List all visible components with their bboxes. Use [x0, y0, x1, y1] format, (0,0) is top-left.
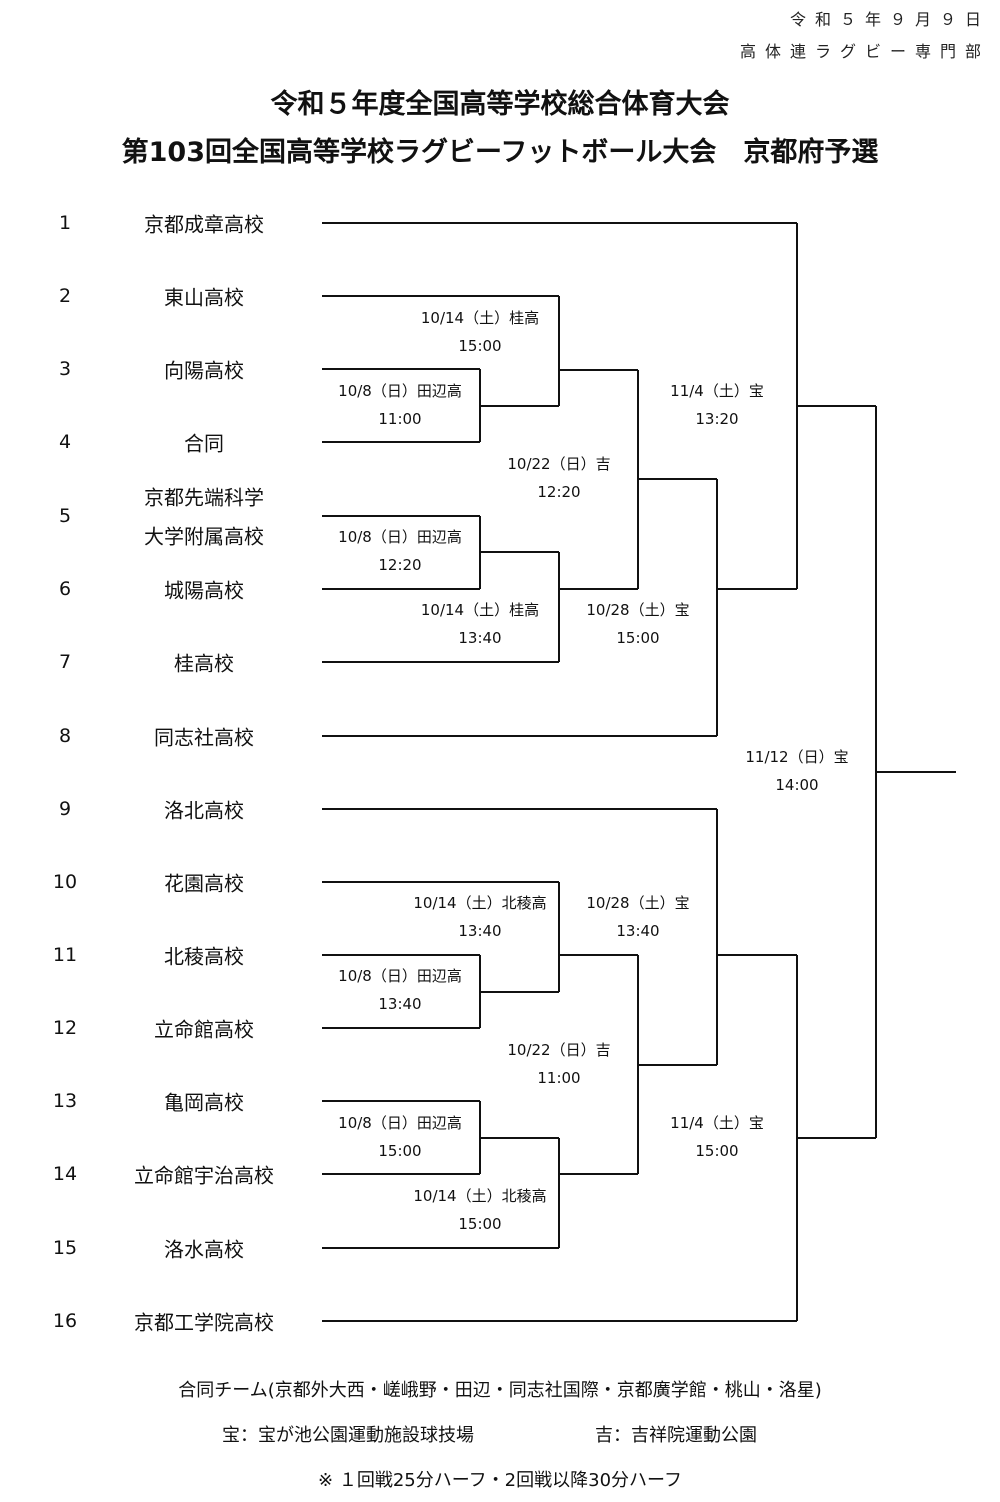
match-date: 10/14（土）北稜高 [413, 1187, 547, 1205]
match-time: 12:20 [378, 556, 422, 574]
seed-number: 5 [58, 505, 72, 527]
match-date: 10/8（日）田辺高 [338, 967, 462, 985]
seed-number: 6 [58, 578, 72, 600]
match-date: 10/28（土）宝 [586, 601, 690, 619]
team-name: 向陽高校 [164, 358, 244, 383]
match-date: 11/12（日）宝 [745, 748, 849, 766]
seed-number: 14 [52, 1163, 78, 1185]
team-name: 洛北高校 [164, 798, 244, 823]
team-name: 亀岡高校 [164, 1090, 244, 1115]
team-name: 東山高校 [164, 285, 244, 310]
match-date: 10/14（土）北稜高 [413, 894, 547, 912]
venue-legend-takara: 宝：宝が池公園運動施設球技場 [222, 1425, 474, 1446]
team-name: 北稜高校 [164, 944, 244, 969]
match-time: 15:00 [616, 629, 660, 647]
seed-number: 16 [52, 1310, 78, 1332]
rule-note: ※ １回戦25分ハーフ・2回戦以降30分ハーフ [318, 1470, 682, 1491]
seed-number: 13 [52, 1090, 78, 1112]
seed-number: 15 [52, 1237, 78, 1259]
team-name: 立命館高校 [154, 1017, 254, 1042]
match-time: 12:20 [537, 483, 581, 501]
team-name-line2: 大学附属高校 [144, 524, 264, 549]
match-time: 15:00 [695, 1142, 739, 1160]
seed-number: 9 [58, 798, 72, 820]
seed-number: 1 [58, 212, 72, 234]
match-date: 10/22（日）吉 [507, 455, 611, 473]
seed-number: 7 [58, 651, 72, 673]
team-name: 合同 [184, 431, 224, 456]
joint-team-note: 合同チーム(京都外大西・嵯峨野・田辺・同志社国際・京都廣学館・桃山・洛星) [178, 1380, 822, 1401]
match-date: 10/22（日）吉 [507, 1041, 611, 1059]
team-name: 桂高校 [174, 651, 234, 676]
match-date: 11/4（土）宝 [670, 1114, 764, 1132]
seed-number: 4 [58, 431, 72, 453]
seed-number: 11 [52, 944, 78, 966]
team-name: 同志社高校 [154, 725, 254, 750]
match-time: 11:00 [537, 1069, 581, 1087]
seed-number: 10 [52, 871, 78, 893]
match-time: 13:40 [458, 922, 502, 940]
document-date: 令和５年９月９日 [789, 10, 990, 29]
match-date: 10/8（日）田辺高 [338, 528, 462, 546]
seed-number: 8 [58, 725, 72, 747]
match-date: 10/8（日）田辺高 [338, 1114, 462, 1132]
team-name-line1: 京都先端科学 [144, 485, 264, 510]
venue-legend-kichi: 吉：吉祥院運動公園 [595, 1425, 757, 1446]
seed-number: 12 [52, 1017, 78, 1039]
tournament-subtitle: 第103回全国高等学校ラグビーフットボール大会 京都府予選 [121, 137, 879, 168]
team-name: 京都工学院高校 [134, 1310, 274, 1335]
match-time: 13:40 [458, 629, 502, 647]
team-name: 立命館宇治高校 [134, 1163, 274, 1188]
match-time: 15:00 [458, 337, 502, 355]
match-date: 10/14（土）桂高 [420, 309, 540, 327]
team-name: 城陽高校 [164, 578, 244, 603]
match-date: 10/8（日）田辺高 [338, 382, 462, 400]
team-name: 洛水高校 [164, 1237, 244, 1262]
match-date: 10/14（土）桂高 [420, 601, 540, 619]
match-time: 15:00 [458, 1215, 502, 1233]
match-date: 11/4（土）宝 [670, 382, 764, 400]
seed-number: 2 [58, 285, 72, 307]
tournament-title: 令和５年度全国高等学校総合体育大会 [270, 89, 730, 120]
team-name: 花園高校 [164, 871, 244, 896]
organization-name: 高体連ラグビー専門部 [739, 42, 990, 61]
match-time: 11:00 [378, 410, 422, 428]
match-date: 10/28（土）宝 [586, 894, 690, 912]
match-time: 13:40 [378, 995, 422, 1013]
team-name: 京都成章高校 [144, 212, 264, 237]
match-time: 14:00 [775, 776, 819, 794]
match-time: 15:00 [378, 1142, 422, 1160]
match-time: 13:20 [695, 410, 739, 428]
match-time: 13:40 [616, 922, 660, 940]
seed-number: 3 [58, 358, 72, 380]
